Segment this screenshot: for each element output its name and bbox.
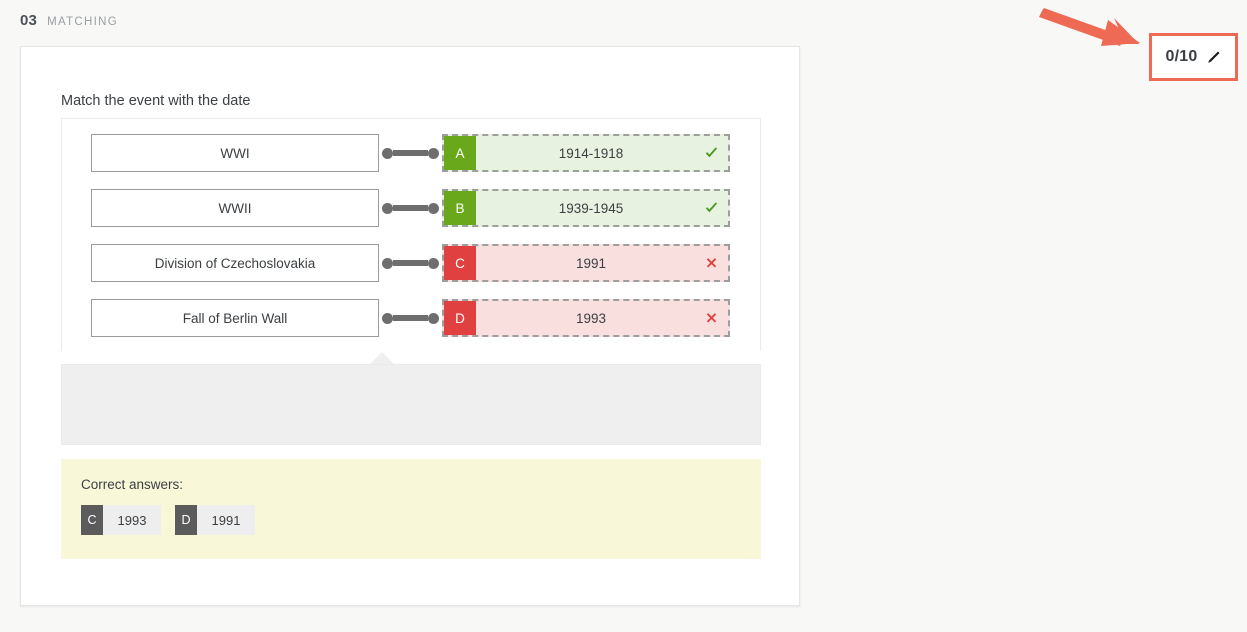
question-header: 03 MATCHING [20, 12, 118, 29]
question-type-label: MATCHING [47, 16, 118, 28]
connector-dot-right [428, 257, 439, 269]
answer-slot[interactable]: C 1991 [442, 244, 730, 282]
term-box[interactable]: WWI [91, 134, 379, 172]
score-value: 0/10 [1165, 48, 1198, 65]
answer-letter-chip: D [444, 301, 476, 335]
matching-area: WWI A 1914-1918 WWII [61, 118, 761, 351]
match-row: WWI A 1914-1918 [62, 134, 760, 172]
answer-text: 1991 [575, 255, 607, 271]
pencil-icon[interactable] [1206, 50, 1221, 65]
answer-text: 1939-1945 [558, 200, 624, 216]
question-prompt: Match the event with the date [61, 93, 251, 109]
check-icon [705, 202, 718, 213]
correct-answers-list: C 1993 D 1991 [81, 505, 741, 535]
answer-bank-drop-zone[interactable] [61, 364, 761, 445]
correct-answer-letter: C [81, 505, 103, 535]
score-badge[interactable]: 0/10 [1149, 33, 1238, 81]
term-box[interactable]: Fall of Berlin Wall [91, 299, 379, 337]
connector-dot-left [382, 257, 393, 269]
match-row: Division of Czechoslovakia C 1991 [62, 244, 760, 282]
answer-slot[interactable]: D 1993 [442, 299, 730, 337]
connector-link [379, 244, 442, 282]
drop-zone-pointer [370, 352, 394, 364]
answer-letter-chip: B [444, 191, 476, 225]
correct-answer-chip: C 1993 [81, 505, 161, 535]
match-row: WWII B 1939-1945 [62, 189, 760, 227]
term-box[interactable]: WWII [91, 189, 379, 227]
connector-bar [393, 150, 428, 156]
correct-answers-panel: Correct answers: C 1993 D 1991 [61, 459, 761, 559]
connector-bar [393, 260, 428, 266]
connector-dot-right [428, 147, 439, 159]
check-icon [705, 147, 718, 158]
answer-letter-chip: A [444, 136, 476, 170]
answer-slot[interactable]: A 1914-1918 [442, 134, 730, 172]
connector-dot-left [382, 147, 393, 159]
correct-answers-title: Correct answers: [81, 477, 184, 492]
connector-dot-right [428, 312, 439, 324]
correct-answer-letter: D [175, 505, 197, 535]
answer-letter-chip: C [444, 246, 476, 280]
connector-dot-left [382, 202, 393, 214]
answer-text: 1914-1918 [558, 145, 624, 161]
connector-link [379, 134, 442, 172]
answer-slot[interactable]: B 1939-1945 [442, 189, 730, 227]
connector-bar [393, 315, 428, 321]
connector-bar [393, 205, 428, 211]
cross-icon [706, 313, 717, 323]
answer-text: 1993 [575, 310, 607, 326]
connector-dot-left [382, 312, 393, 324]
connector-link [379, 189, 442, 227]
correct-answer-value: 1991 [197, 505, 255, 535]
connector-dot-right [428, 202, 439, 214]
question-number: 03 [20, 12, 38, 29]
question-card: Match the event with the date WWI A 1914… [20, 46, 800, 606]
term-box[interactable]: Division of Czechoslovakia [91, 244, 379, 282]
connector-link [379, 299, 442, 337]
match-row: Fall of Berlin Wall D 1993 [62, 299, 760, 337]
cross-icon [706, 258, 717, 268]
correct-answer-chip: D 1991 [175, 505, 255, 535]
arrow-icon [1039, 8, 1140, 46]
correct-answer-value: 1993 [103, 505, 161, 535]
